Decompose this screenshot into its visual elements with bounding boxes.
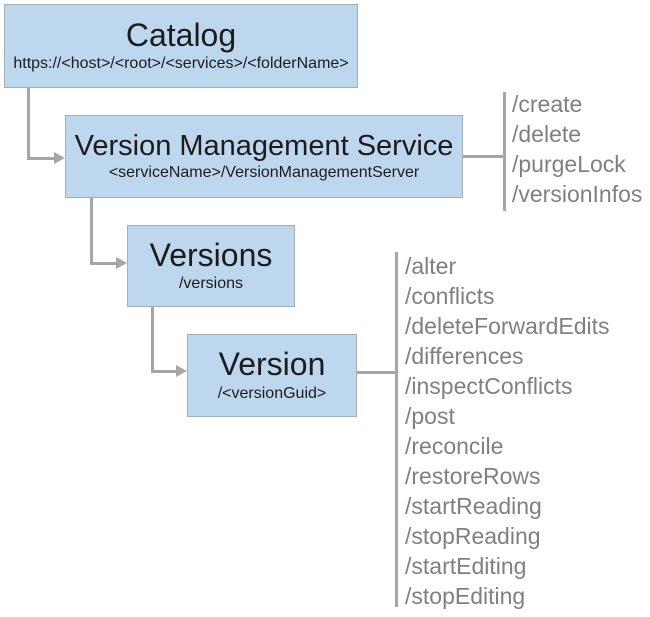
node-version: Version /<versionGuid>	[187, 334, 357, 417]
connector-vms-to-operations	[463, 155, 505, 158]
operation-item: /inspectConflicts	[405, 373, 573, 399]
node-versions-url-template: /versions	[178, 275, 244, 293]
node-version-management-service-url-template: <serviceName>/VersionManagementServer	[108, 164, 420, 182]
node-versions-title: Versions	[149, 236, 273, 273]
operation-item: /versionInfos	[512, 181, 643, 207]
node-catalog: Catalog https://<host>/<root>/<services>…	[4, 4, 358, 88]
operation-item: /reconcile	[405, 433, 504, 459]
operation-item: /create	[512, 91, 583, 117]
connector-catalog-to-vms-horizontal	[27, 157, 55, 160]
operation-item: /startEditing	[405, 553, 527, 579]
operation-item: /differences	[405, 343, 524, 369]
connector-catalog-to-vms-vertical	[27, 88, 30, 160]
operation-item: /purgeLock	[512, 151, 626, 177]
operation-item: /conflicts	[405, 283, 495, 309]
node-catalog-url-template: https://<host>/<root>/<services>/<folder…	[13, 55, 349, 73]
connector-vms-to-versions-horizontal	[90, 262, 118, 265]
arrow-right-icon	[176, 365, 187, 377]
arrow-right-icon	[116, 257, 127, 269]
operation-item: /stopEditing	[405, 583, 526, 609]
node-catalog-title: Catalog	[125, 16, 237, 53]
connector-version-to-operations	[357, 371, 397, 374]
operation-item: /deleteForwardEdits	[405, 313, 610, 339]
connector-versions-to-version-vertical	[151, 307, 154, 373]
operation-item: /delete	[512, 121, 582, 147]
arrow-right-icon	[54, 152, 65, 164]
operation-item: /alter	[405, 253, 457, 279]
vms-operations-bracket-line	[503, 92, 506, 211]
connector-vms-to-versions-vertical	[90, 198, 93, 265]
vms-operations-list: /create /delete /purgeLock /versionInfos	[512, 89, 642, 209]
node-version-management-service-title: Version Management Service	[74, 129, 454, 162]
operation-item: /post	[405, 403, 455, 429]
operation-item: /restoreRows	[405, 463, 541, 489]
node-version-title: Version	[218, 346, 326, 383]
operation-item: /stopReading	[405, 523, 541, 549]
connector-versions-to-version-horizontal	[151, 370, 178, 373]
version-operations-bracket-line	[395, 252, 398, 607]
version-operations-list: /alter /conflicts /deleteForwardEdits /d…	[405, 251, 610, 611]
node-versions: Versions /versions	[127, 225, 295, 307]
node-version-management-service: Version Management Service <serviceName>…	[65, 115, 463, 198]
node-version-url-template: /<versionGuid>	[217, 384, 327, 402]
operation-item: /startReading	[405, 493, 542, 519]
